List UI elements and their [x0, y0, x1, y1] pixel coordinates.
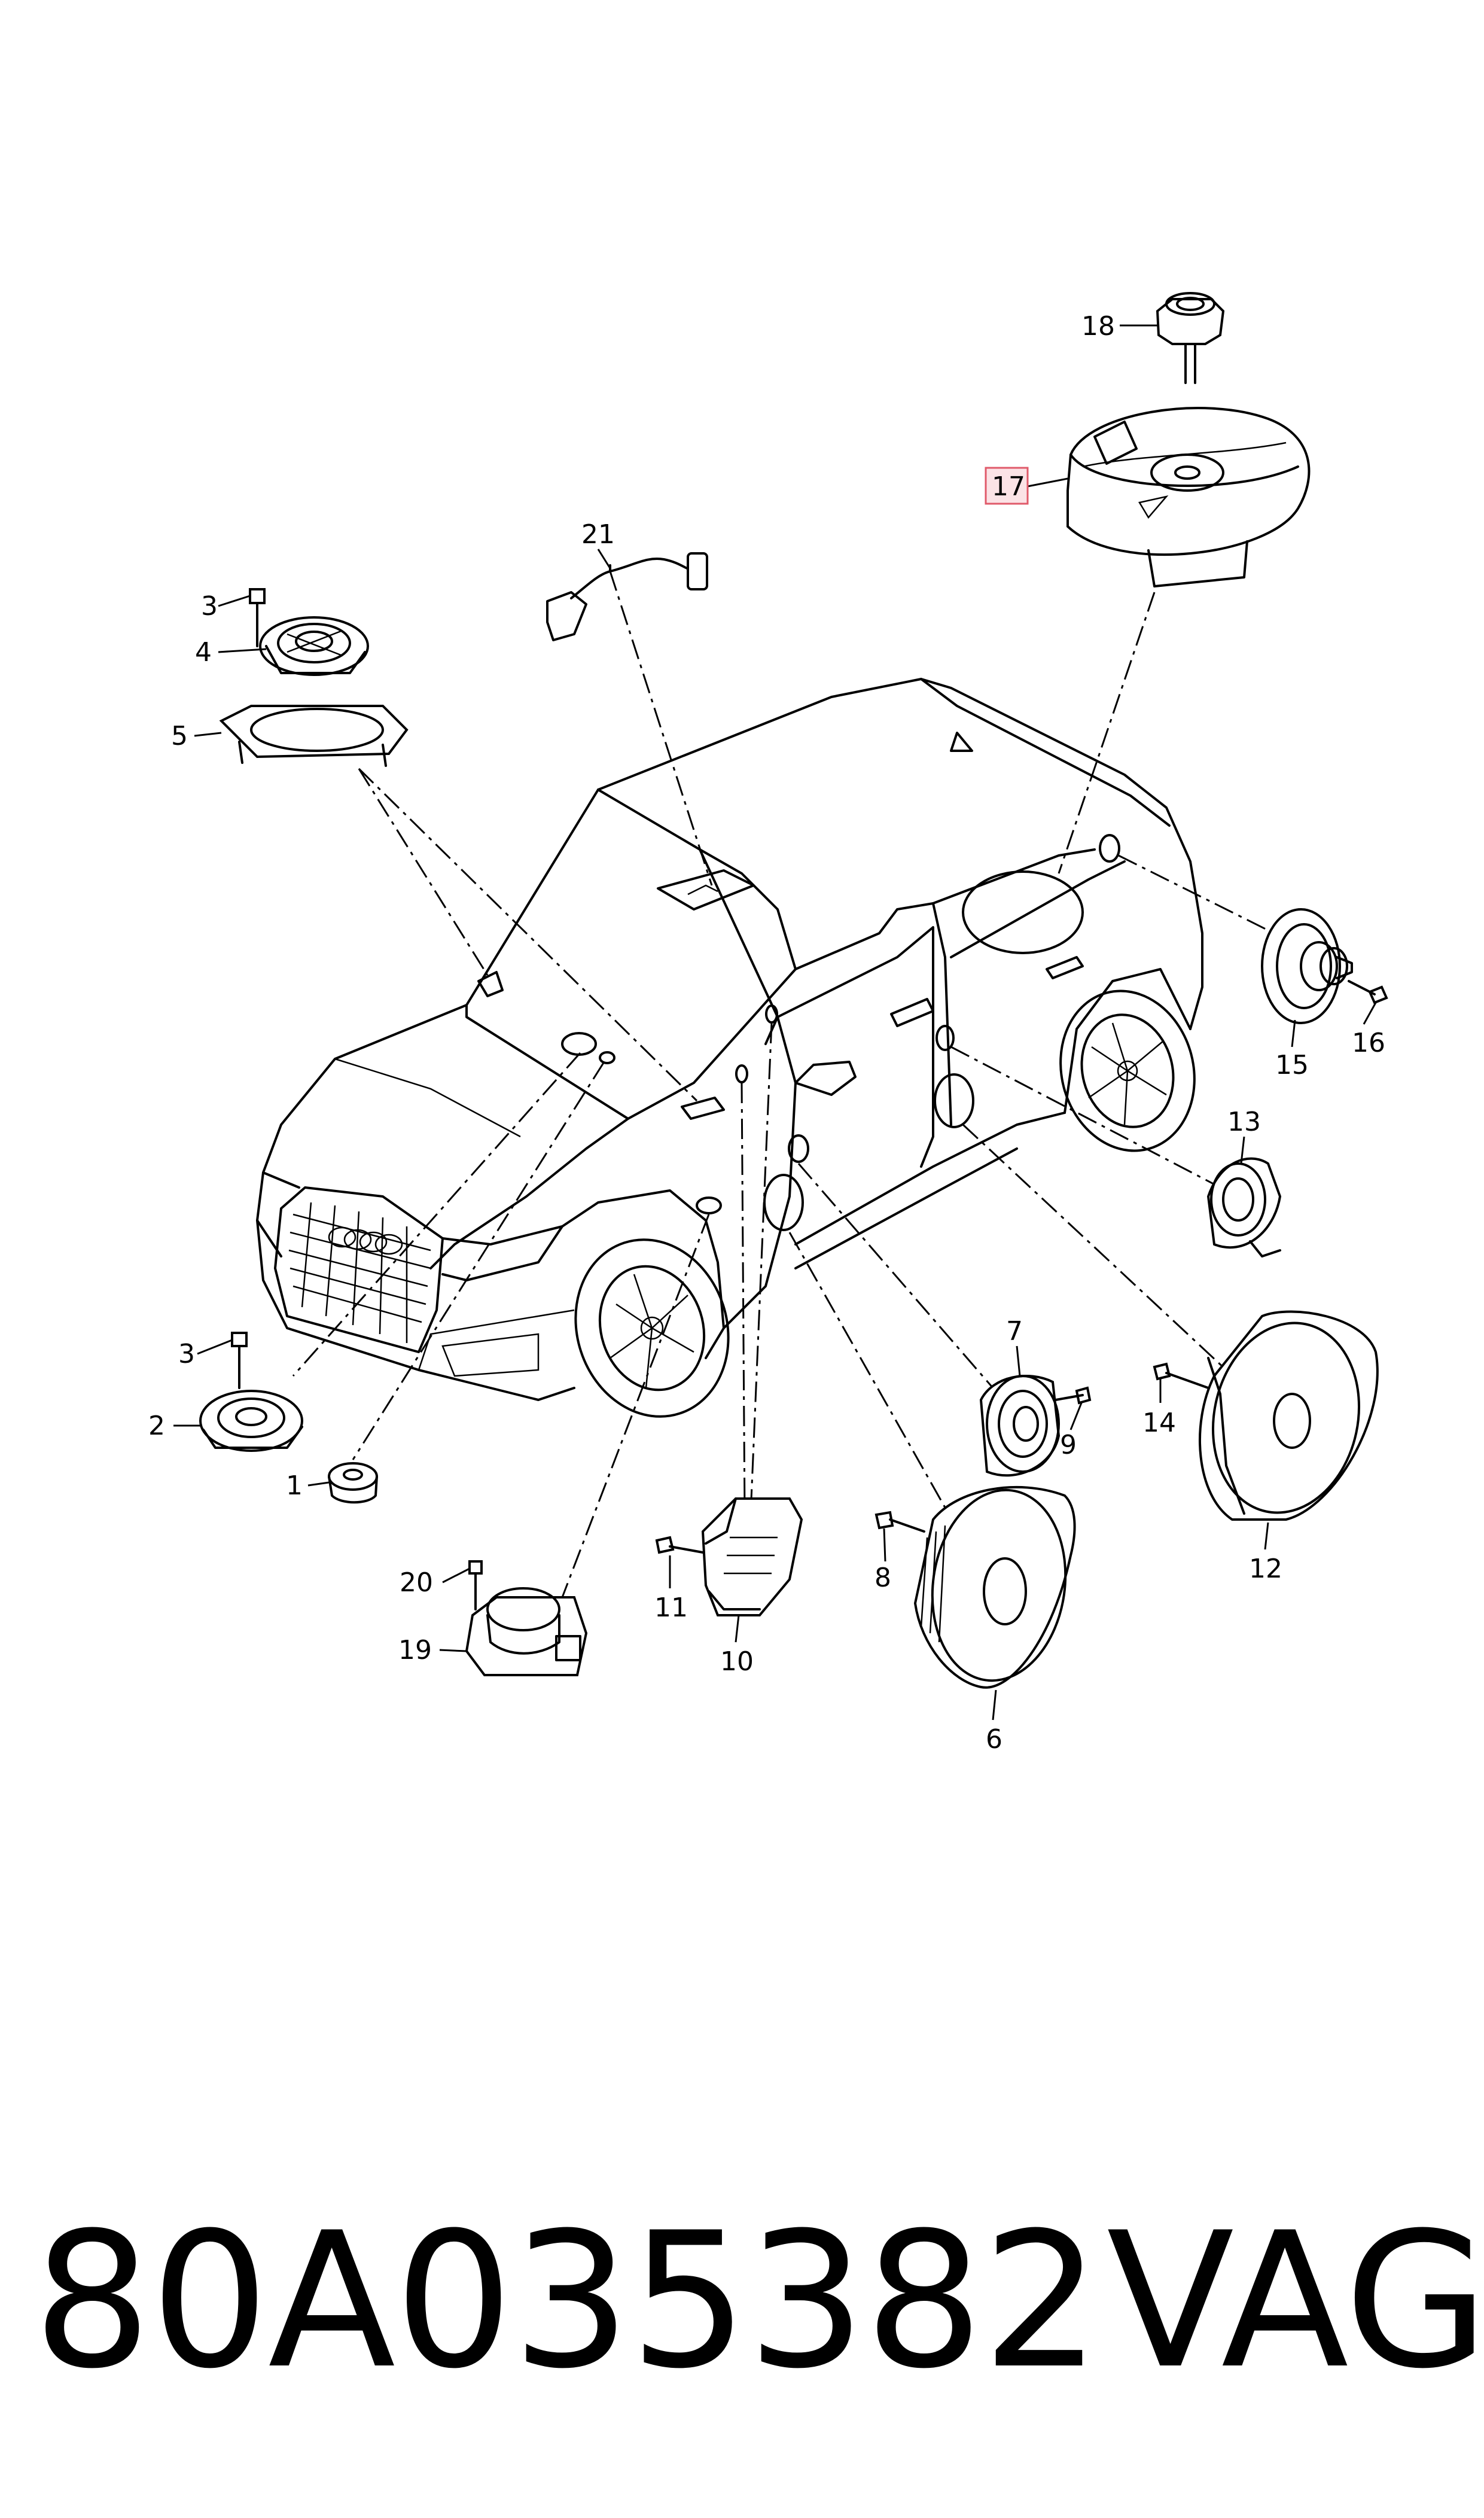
part-21-cable [546, 552, 708, 641]
callout-7: 7 [1006, 1316, 1023, 1347]
callout-8: 8 [874, 1563, 891, 1593]
callout-4: 4 [195, 637, 212, 668]
callout-13: 13 [1227, 1107, 1261, 1137]
callout-12: 12 [1249, 1554, 1282, 1584]
callout-1: 1 [286, 1470, 303, 1501]
callout-5: 5 [171, 721, 188, 751]
callout-17: 17 [992, 471, 1025, 502]
callout-16: 16 [1352, 1028, 1385, 1058]
part-3-bolt-bottom [231, 1332, 248, 1389]
callout-3-top: 3 [201, 591, 218, 622]
car-logo-rings [328, 1226, 403, 1255]
part-number: 80A035382 [33, 2192, 1101, 2410]
part-9-bolt [1055, 1386, 1092, 1405]
leader-lines [292, 571, 1287, 1598]
part-19-speaker [465, 1587, 588, 1676]
callout-leaders [173, 324, 1377, 1721]
car-illustration [256, 678, 1203, 1418]
callout-3-bottom: 3 [178, 1339, 195, 1369]
callout-11: 11 [654, 1593, 688, 1623]
part-12-woofer [1199, 1310, 1379, 1521]
part-5-frame [219, 705, 409, 767]
callout-17-highlight [985, 467, 1029, 505]
part-13-speaker [1206, 1157, 1282, 1258]
callout-14: 14 [1142, 1408, 1176, 1438]
callout-21: 21 [581, 519, 615, 550]
part-6-woofer [913, 1485, 1076, 1689]
footer: 80A035382 VAG [0, 2208, 1484, 2423]
callout-19: 19 [398, 1635, 432, 1666]
part-4-tweeter [259, 616, 369, 676]
callout-labels: 18 17 21 3 4 5 15 16 13 14 12 3 2 1 20 1… [148, 311, 1385, 1755]
brand-label: VAG [1107, 2192, 1484, 2410]
part-18-nut [1156, 292, 1225, 384]
callout-20: 20 [400, 1567, 433, 1598]
part-15-speaker [1261, 908, 1353, 1024]
part-2-speaker [199, 1390, 303, 1452]
callout-15: 15 [1275, 1050, 1309, 1080]
part-8-bolt [874, 1511, 925, 1533]
part-7-speaker [979, 1375, 1061, 1477]
part-17-subwoofer [1066, 407, 1311, 587]
part-1-clip [328, 1462, 378, 1504]
callout-6: 6 [986, 1724, 1002, 1755]
part-16-bolt [1348, 980, 1388, 1004]
part-20-bolt [468, 1560, 483, 1610]
callout-18: 18 [1081, 311, 1115, 342]
part-10-box [701, 1497, 803, 1616]
part-11-bolt [655, 1536, 704, 1554]
callout-9: 9 [1060, 1430, 1077, 1460]
part-14-bolt [1153, 1362, 1209, 1389]
callout-10: 10 [720, 1646, 754, 1677]
callout-2: 2 [148, 1411, 165, 1441]
part-3-bolt-top [249, 588, 266, 647]
